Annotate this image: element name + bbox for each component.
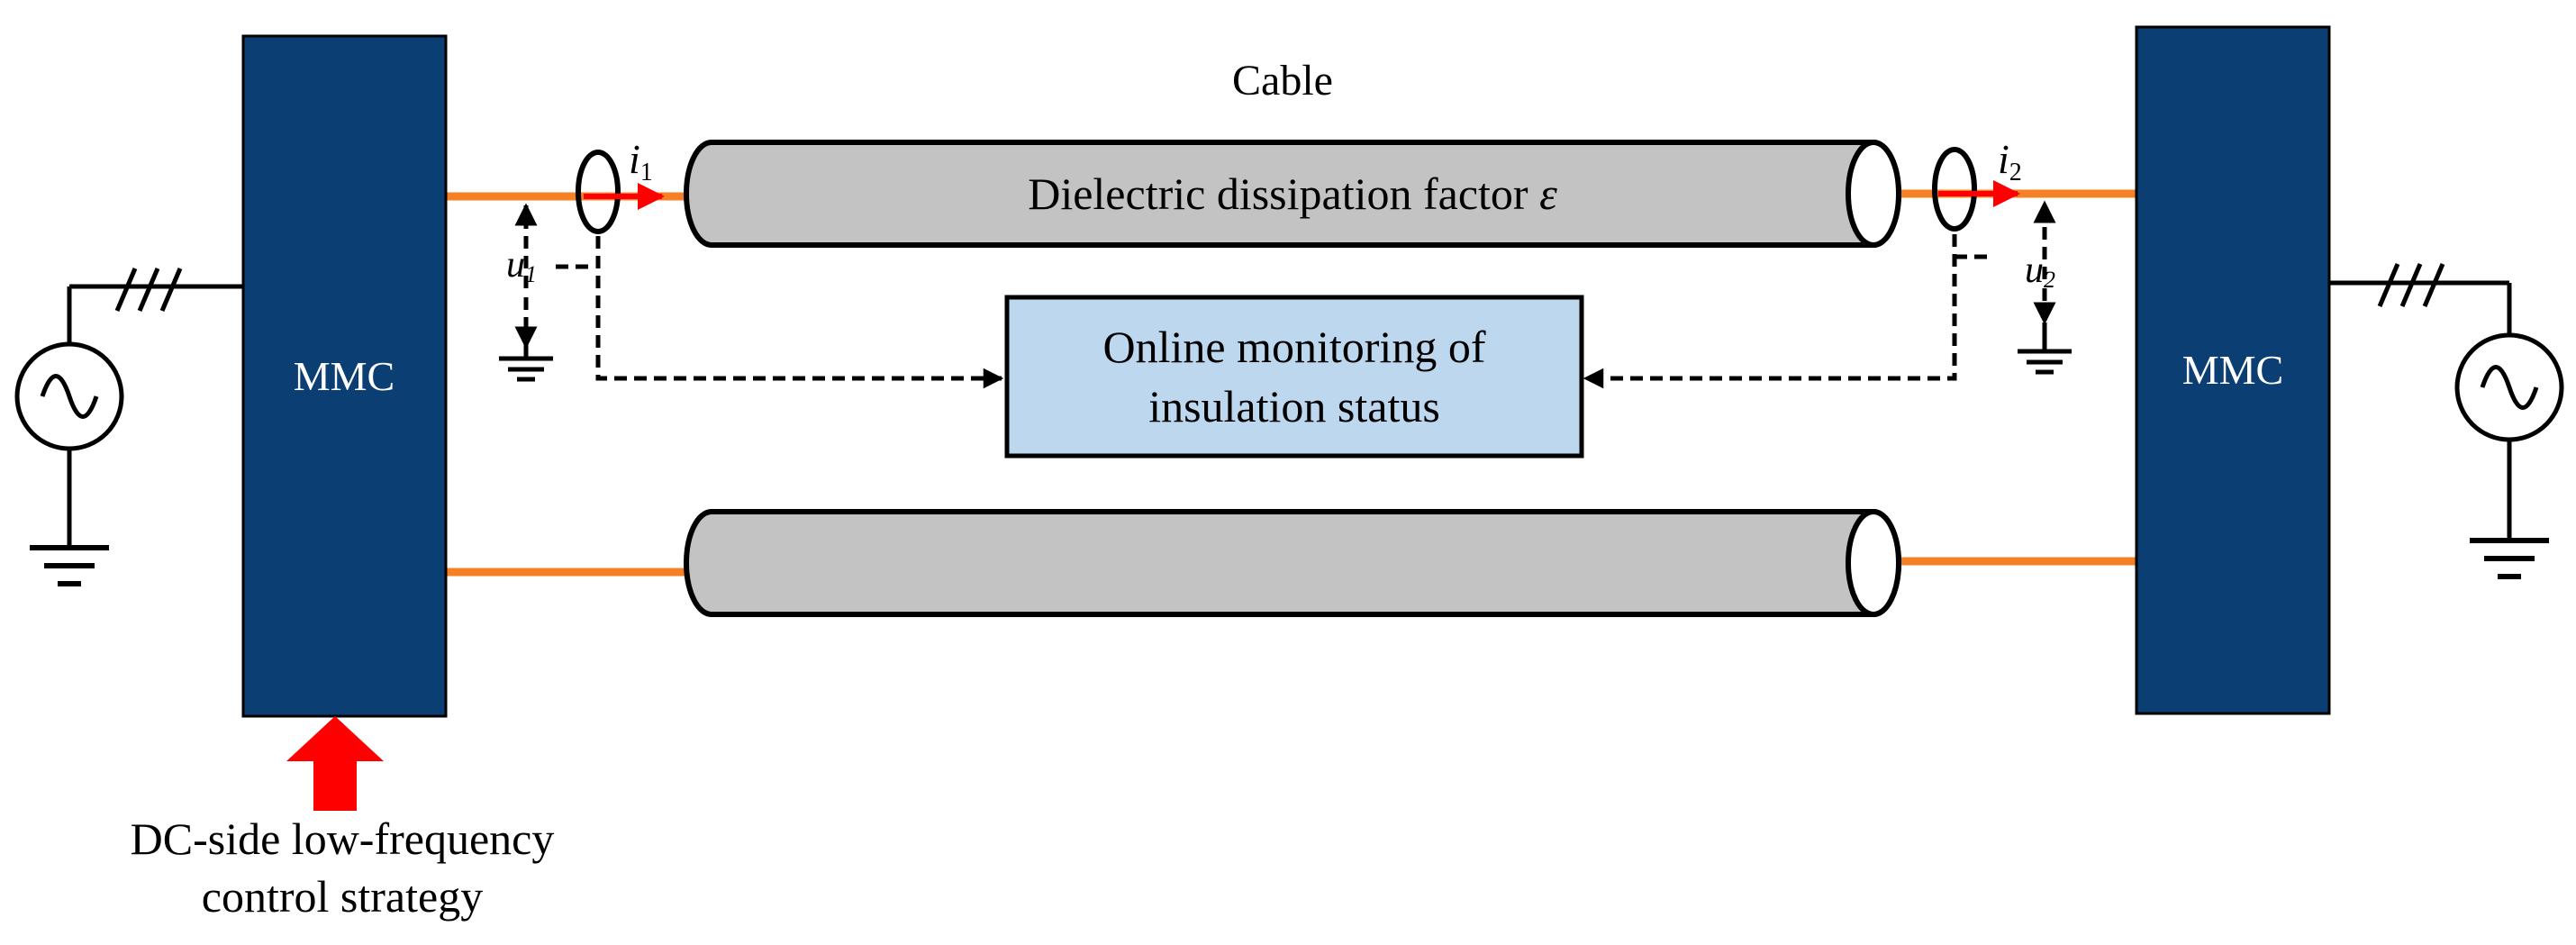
current-sensor-right [1932, 147, 1977, 232]
strategy-line1: DC-side low-frequency [131, 813, 555, 864]
voltage-label-u2: u2 [2025, 250, 2055, 293]
signal-line-right [1583, 234, 1957, 389]
monitoring-line2: insulation status [1148, 381, 1440, 432]
ground-icon-right-probe [2018, 323, 2072, 375]
cable-title: Cable [1232, 57, 1333, 104]
strategy-line2: control strategy [202, 871, 483, 922]
ground-icon-left-source [30, 545, 109, 586]
cable-lower [684, 509, 1901, 617]
mmc-left-label: MMC [294, 353, 395, 399]
ac-source-right [2329, 280, 2564, 541]
voltage-measure-left [514, 203, 590, 350]
voltage-measure-right [1955, 200, 2056, 325]
monitoring-box [1004, 295, 1584, 459]
three-phase-mark-left [114, 268, 183, 312]
voltage-label-u1: u1 [506, 244, 537, 287]
control-strategy-arrow [286, 716, 384, 811]
mmc-right-label: MMC [2182, 347, 2283, 393]
cable-upper [684, 140, 1901, 248]
three-phase-mark-right [2377, 263, 2445, 307]
current-label-i1: i1 [629, 136, 653, 186]
monitoring-line1: Online monitoring of [1103, 322, 1486, 372]
current-sensor-left [576, 150, 621, 234]
mmc-block-right [2135, 25, 2331, 715]
current-label-i2: i2 [1998, 136, 2022, 186]
mmc-block-left [241, 34, 448, 718]
dielectric-label: Dielectric dissipation factor ε [1028, 168, 1557, 219]
ac-source-left [14, 284, 243, 548]
ground-icon-left-probe [499, 347, 553, 382]
ground-icon-right-source [2470, 538, 2549, 579]
signal-line-left [595, 236, 1004, 389]
